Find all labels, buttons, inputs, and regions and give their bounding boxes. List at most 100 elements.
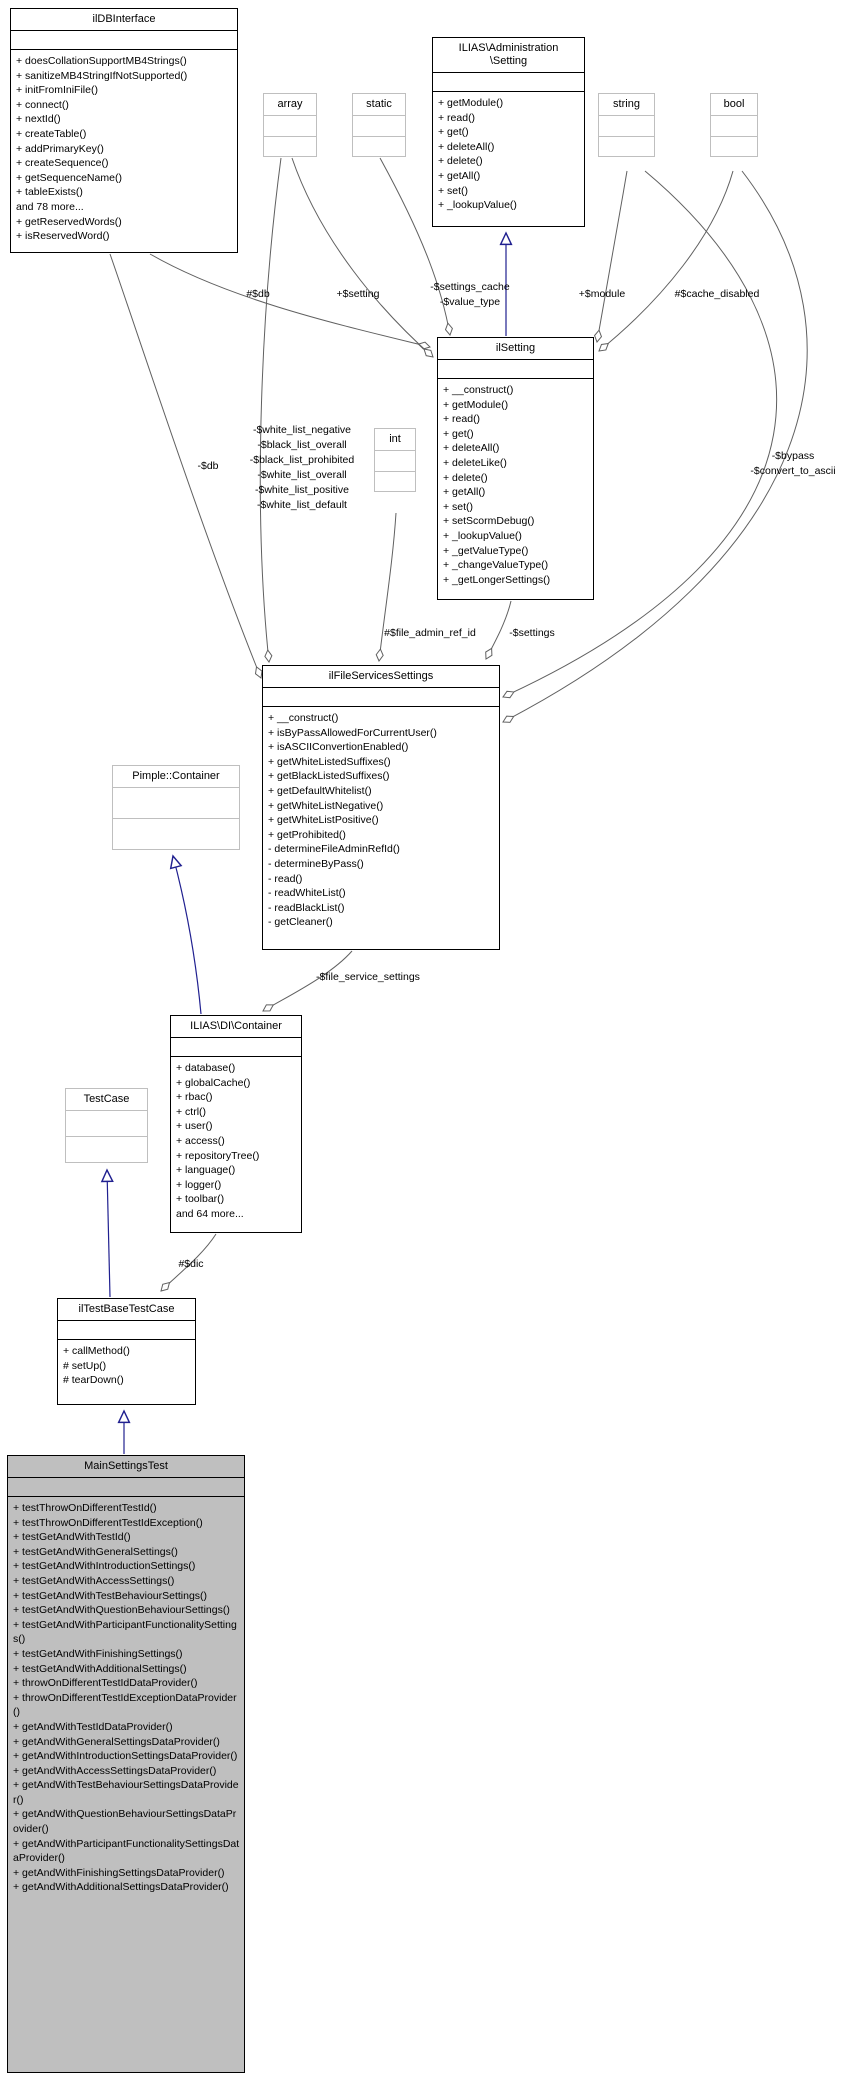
method-item: + testThrowOnDifferentTestIdException(): [13, 1516, 203, 1529]
empty-compartment: [599, 135, 654, 157]
methods-compartment: + doesCollationSupportMB4Strings()+ sani…: [11, 50, 237, 248]
type-title: static: [353, 94, 405, 116]
method-item: + testGetAndWithTestId(): [13, 1531, 131, 1544]
empty-compartment: [353, 116, 405, 136]
edge-label-settings-cache: -$settings_cache -$value_type: [430, 281, 510, 308]
class-title: ilTestBaseTestCase: [58, 1299, 195, 1321]
class-iltestbasetestcase[interactable]: ilTestBaseTestCase + callMethod() # setUp…: [57, 1298, 196, 1405]
method-item: # setUp(): [63, 1359, 107, 1372]
method-item: + nextId(): [16, 113, 61, 126]
method-item: + testGetAndWithIntroductionSettings(): [13, 1560, 196, 1573]
method-item: + deleteAll(): [443, 442, 500, 455]
method-item: + globalCache(): [176, 1076, 251, 1089]
method-item: + get(): [438, 126, 469, 139]
attributes-compartment: [171, 1038, 301, 1057]
method-item: - readWhiteList(): [268, 887, 346, 900]
method-item: + set(): [443, 500, 474, 513]
method-item: + isByPassAllowedForCurrentUser(): [268, 726, 437, 739]
method-item: + getSequenceName(): [16, 171, 122, 184]
methods-compartment: + __construct()+ getModule()+ read()+ ge…: [438, 379, 593, 591]
class-title: ILIAS\DI\Container: [171, 1016, 301, 1038]
class-ilfileservicessettings[interactable]: ilFileServicesSettings + __construct()+ …: [262, 665, 500, 950]
method-item: + connect(): [16, 98, 69, 111]
method-item: + testGetAndWithAdditionalSettings(): [13, 1662, 187, 1675]
attributes-compartment: [11, 31, 237, 50]
edge-filesettings-to-dicontainer: [262, 950, 353, 1012]
class-ildbinterface[interactable]: ilDBInterface + doesCollationSupportMB4S…: [10, 8, 238, 253]
empty-compartment: [113, 818, 239, 849]
method-item: + isASCIIConvertionEnabled(): [268, 741, 409, 754]
method-item: + read(): [443, 413, 481, 426]
attributes-compartment: [8, 1478, 244, 1497]
type-int: int: [374, 428, 416, 492]
edge-dicontainer-to-testbase: [160, 1233, 217, 1292]
method-item: + testGetAndWithFinishingSettings(): [13, 1647, 183, 1660]
edge-label-db: #$db: [246, 288, 270, 300]
empty-compartment: [66, 1136, 147, 1162]
class-title: ilDBInterface: [11, 9, 237, 31]
method-item: + testGetAndWithGeneralSettings(): [13, 1545, 178, 1558]
inheritance-dicontainer-pimple: [169, 854, 202, 1015]
method-item: + deleteAll(): [438, 140, 495, 153]
empty-compartment: [264, 135, 316, 157]
edge-bool-to-filesettings: [502, 170, 808, 723]
method-item: + getAll(): [443, 486, 486, 499]
method-item: + callMethod(): [63, 1345, 130, 1357]
method-item: # tearDown(): [63, 1374, 124, 1387]
method-item: + database(): [176, 1062, 236, 1074]
method-item: + getProhibited(): [268, 828, 346, 841]
method-item: + getAndWithAdditionalSettingsDataProvid…: [13, 1881, 229, 1894]
type-title: string: [599, 94, 654, 116]
method-item: + read(): [438, 111, 476, 124]
method-item: + testGetAndWithParticipantFunctionality…: [13, 1618, 237, 1646]
edge-db-to-ilsetting: [149, 253, 431, 350]
method-item: + isReservedWord(): [16, 230, 110, 243]
method-item: + language(): [176, 1164, 236, 1177]
method-item: + testGetAndWithQuestionBehaviourSetting…: [13, 1604, 230, 1617]
class-pimple-container: Pimple::Container: [112, 765, 240, 850]
edge-string-to-filesettings: [502, 170, 778, 699]
edge-array-to-ilsetting: [291, 157, 434, 358]
method-item: + _lookupValue(): [438, 199, 517, 212]
edge-static-to-ilsetting: [379, 157, 453, 336]
method-item: + logger(): [176, 1178, 222, 1191]
type-array: array: [263, 93, 317, 157]
method-item: + _lookupValue(): [443, 529, 522, 542]
edge-string-to-ilsetting: [594, 170, 628, 343]
class-ilias-administration-setting[interactable]: ILIAS\Administration \Setting + getModul…: [432, 37, 585, 227]
inheritance-testbase-testcase: [100, 1168, 114, 1298]
class-ilsetting[interactable]: ilSetting + __construct()+ getModule()+ …: [437, 337, 594, 600]
edge-array-to-filesettings: [259, 157, 282, 663]
edge-label-module: +$module: [578, 288, 626, 300]
method-item: + doesCollationSupportMB4Strings(): [16, 55, 187, 67]
method-item: + setScormDebug(): [443, 515, 535, 528]
empty-compartment: [66, 1111, 147, 1136]
method-item: - determineFileAdminRefId(): [268, 843, 400, 856]
edge-label-white-lists: -$white_list_negative -$black_list_overa…: [249, 424, 355, 511]
edge-label-settings-member: -$settings: [509, 627, 555, 639]
method-item: + getAndWithFinishingSettingsDataProvide…: [13, 1866, 225, 1879]
type-title: array: [264, 94, 316, 116]
type-title: bool: [711, 94, 757, 116]
methods-compartment: + __construct()+ isByPassAllowedForCurre…: [263, 707, 499, 934]
edge-label-cache-disabled: #$cache_disabled: [674, 288, 760, 300]
method-item: + testThrowOnDifferentTestId(): [13, 1502, 157, 1514]
method-item: + getWhiteListPositive(): [268, 814, 379, 827]
methods-compartment: + callMethod() # setUp() # tearDown(): [58, 1340, 195, 1392]
method-item: + user(): [176, 1120, 213, 1133]
method-item: + getAndWithTestBehaviourSettingsDataPro…: [13, 1779, 239, 1806]
class-ilias-di-container[interactable]: ILIAS\DI\Container + database() + globalC…: [170, 1015, 302, 1233]
method-item: + get(): [443, 427, 474, 440]
method-item: + repositoryTree(): [176, 1149, 260, 1162]
empty-compartment: [375, 451, 415, 471]
method-item: + getAndWithQuestionBehaviourSettingsDat…: [13, 1808, 237, 1836]
method-item: + set(): [438, 184, 469, 197]
edge-label-db-file: -$db: [197, 460, 219, 472]
edge-label-file-service-settings: -$file_service_settings: [316, 971, 420, 983]
method-item: + access(): [176, 1134, 225, 1147]
class-mainsettingstest: MainSettingsTest + testThrowOnDifferentT…: [7, 1455, 245, 2073]
method-item: + getModule(): [443, 398, 509, 411]
method-item: and 64 more...: [176, 1207, 244, 1220]
